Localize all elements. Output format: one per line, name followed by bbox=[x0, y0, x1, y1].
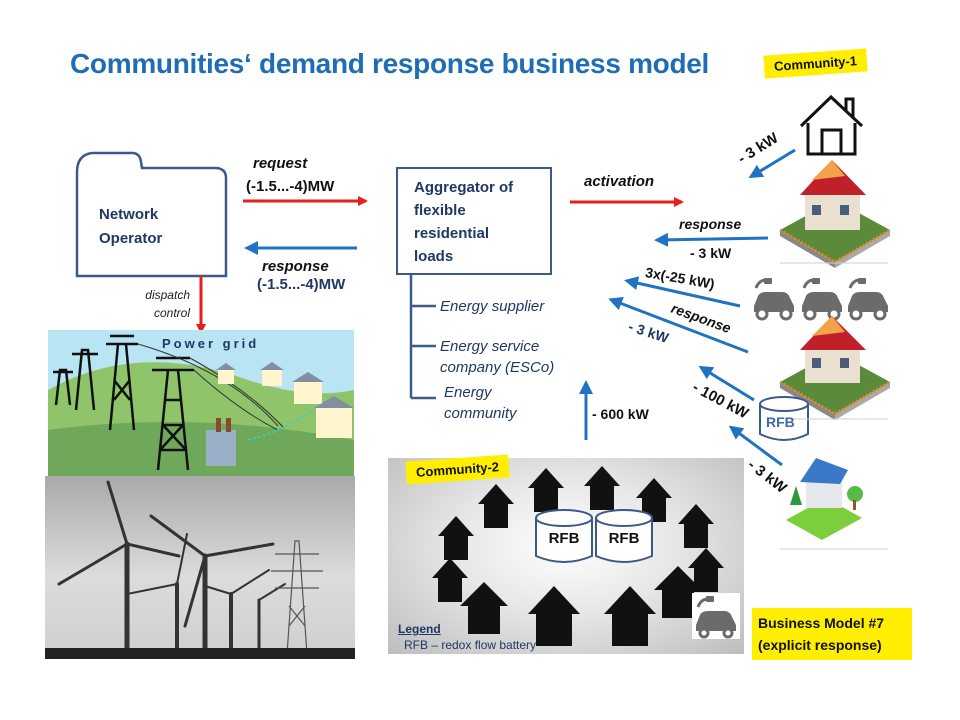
aggregator-line: flexible bbox=[414, 202, 466, 219]
network-operator-label: Network Operator bbox=[99, 203, 162, 251]
rfb-label-c2-b: RFB bbox=[608, 530, 640, 547]
network-operator-line2: Operator bbox=[99, 230, 163, 247]
ev-car-icon bbox=[696, 596, 736, 639]
ev-cars-icon bbox=[754, 278, 888, 321]
page-title: Communities‘ demand response business mo… bbox=[70, 48, 710, 79]
request-label: request bbox=[253, 155, 308, 172]
flow-house2-arrow bbox=[654, 232, 769, 247]
flow-house2-label: response bbox=[679, 216, 742, 232]
request-value: (-1.5...-4)MW bbox=[246, 178, 335, 195]
aggregator-type-energy-supplier: Energy supplier bbox=[440, 298, 545, 315]
house-ring-icon bbox=[432, 466, 724, 646]
network-operator-box bbox=[75, 151, 228, 278]
flow-house3-arrow bbox=[608, 297, 749, 354]
pylon-icon bbox=[271, 540, 323, 655]
house-2-icon bbox=[779, 160, 891, 268]
flow-house2-value: - 3 kW bbox=[690, 245, 732, 261]
legend-title: Legend bbox=[398, 622, 441, 636]
legend-text: RFB – redox flow battery bbox=[404, 638, 537, 652]
power-grid-image: Power grid bbox=[48, 330, 354, 476]
rfb-label-c2-a: RFB bbox=[548, 530, 580, 547]
rfb-cylinders-icon bbox=[535, 509, 653, 563]
dispatch-control-label: dispatch control bbox=[134, 286, 190, 322]
watermark-lines bbox=[780, 262, 888, 550]
response-mw-value: (-1.5...-4)MW bbox=[257, 276, 346, 293]
flow-house1-arrow bbox=[748, 148, 796, 179]
aggregator-label: Aggregator of flexible residential loads bbox=[414, 176, 513, 268]
esco-line1: Energy service bbox=[440, 338, 540, 355]
esco-line2: company (ESCo) bbox=[440, 359, 555, 376]
rfb-cylinder-icon bbox=[759, 396, 809, 441]
aggregator-line: Aggregator of bbox=[414, 179, 514, 196]
business-model-subtitle: (explicit response) bbox=[758, 637, 882, 653]
network-operator-line1: Network bbox=[99, 206, 159, 223]
community-2-image: RFB RFB bbox=[388, 458, 744, 654]
flow-ev-arrow bbox=[624, 276, 741, 308]
house-4-icon bbox=[786, 458, 863, 540]
aggregator-tree bbox=[409, 275, 436, 400]
transformer-icon bbox=[206, 430, 236, 466]
house-3-icon bbox=[779, 316, 891, 420]
aggregator-line: residential bbox=[414, 225, 490, 242]
business-model-box: Business Model #7 (explicit response) bbox=[752, 608, 912, 660]
power-grid-label: Power grid bbox=[162, 336, 260, 351]
dispatch-line1: dispatch bbox=[145, 288, 190, 302]
flow-rfb-arrow bbox=[698, 365, 755, 402]
pylon-icon bbox=[53, 334, 194, 471]
aggregator-type-esco: Energy service company (ESCo) bbox=[440, 336, 554, 378]
aggregator-type-energy-community: Energy community bbox=[444, 382, 517, 424]
business-model-title: Business Model #7 bbox=[758, 615, 885, 631]
house-outline-icon bbox=[799, 94, 864, 156]
wind-turbines-image bbox=[45, 476, 355, 659]
aggregator-box bbox=[396, 167, 552, 275]
houses-icon bbox=[216, 362, 354, 438]
energy-community-line1: Energy bbox=[444, 384, 492, 401]
flow-community2-label: - 600 kW bbox=[592, 406, 649, 422]
dispatch-line2: control bbox=[153, 306, 190, 320]
activation-label: activation bbox=[584, 173, 655, 190]
ev-car-box bbox=[692, 593, 740, 639]
flow-house4-arrow bbox=[728, 425, 783, 467]
aggregator-line: loads bbox=[414, 248, 454, 265]
response-mw-label: response bbox=[262, 258, 329, 275]
energy-community-line2: community bbox=[444, 405, 517, 422]
rfb-label: RFB bbox=[766, 414, 795, 430]
